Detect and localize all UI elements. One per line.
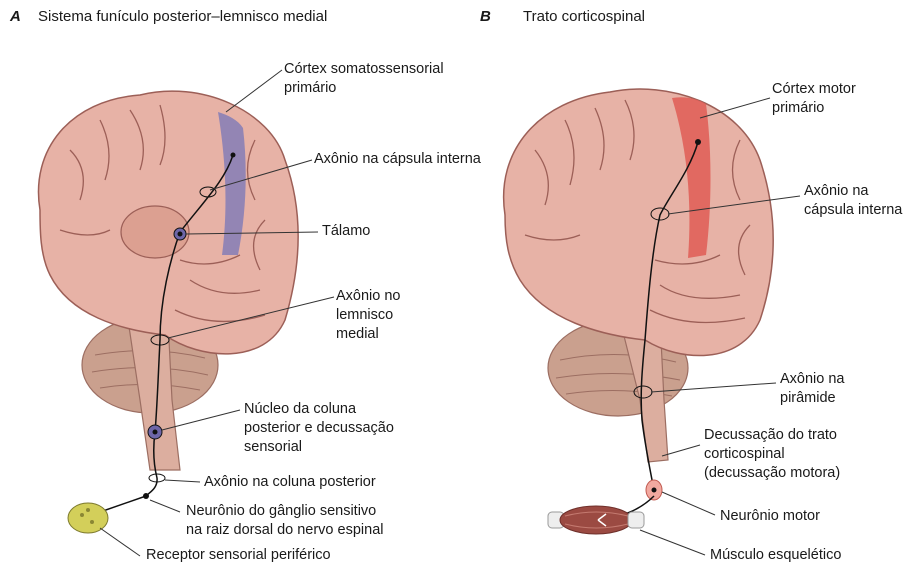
label-neuronio-ganglio: Neurônio do gânglio sensitivo na raiz do… — [186, 502, 383, 540]
brain-a — [38, 91, 298, 533]
label-neuronio-motor: Neurônio motor — [720, 507, 820, 526]
label-nucleo-coluna: Núcleo da coluna posterior e decussação … — [244, 400, 394, 457]
label-axonio-capsula-a: Axônio na cápsula interna — [314, 150, 481, 169]
muscle-b — [548, 506, 644, 534]
label-musculo: Músculo esquelético — [710, 546, 841, 565]
label-axonio-lemnisco: Axônio no lemnisco medial — [336, 287, 401, 344]
label-cortex-motor: Córtex motor primário — [772, 80, 856, 118]
label-axonio-coluna: Axônio na coluna posterior — [204, 473, 376, 492]
label-decussacao: Decussação do trato corticospinal (decus… — [704, 426, 840, 483]
label-receptor: Receptor sensorial periférico — [146, 546, 331, 565]
label-axonio-piramide: Axônio na pirâmide — [780, 370, 845, 408]
label-cortex-somatossensorial: Córtex somatossensorial primário — [284, 60, 444, 98]
label-axonio-capsula-b: Axônio na cápsula interna — [804, 182, 902, 220]
label-talamo: Tálamo — [322, 222, 370, 241]
receptor-a — [68, 503, 108, 533]
cerebrum-b — [504, 89, 774, 355]
